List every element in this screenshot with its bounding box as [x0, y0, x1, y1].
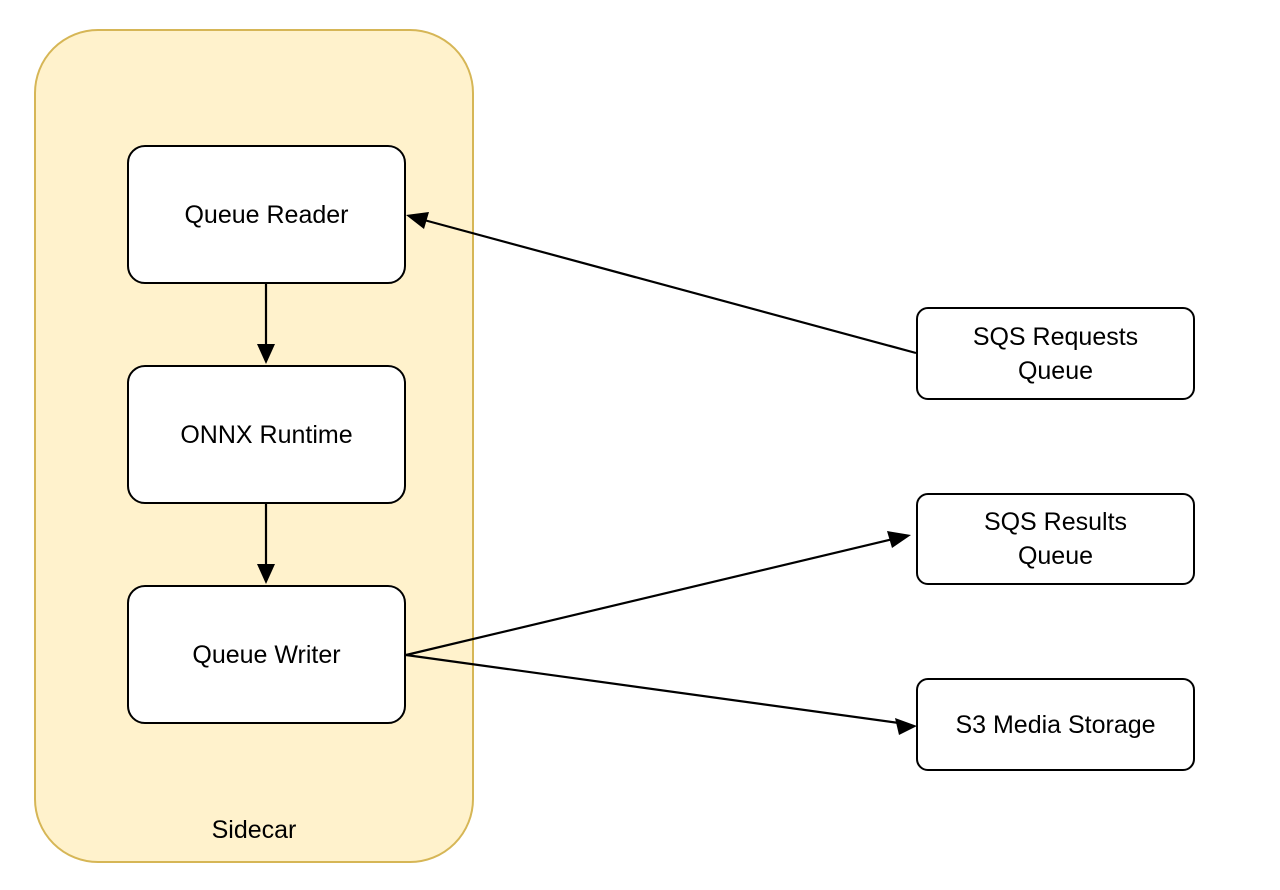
queue-reader-node[interactable]: Queue Reader: [127, 145, 406, 284]
s3-media-storage-node[interactable]: S3 Media Storage: [916, 678, 1195, 771]
edge-writer-to-s3: [405, 653, 900, 725]
sqs-results-queue-node[interactable]: SQS Results Queue: [916, 493, 1195, 585]
arrowhead-results: [887, 531, 911, 548]
sqs-requests-queue-node[interactable]: SQS Requests Queue: [916, 307, 1195, 400]
queue-writer-node[interactable]: Queue Writer: [127, 585, 406, 724]
onnx-runtime-node[interactable]: ONNX Runtime: [127, 365, 406, 504]
sidecar-label: Sidecar: [211, 816, 297, 844]
edge-requests-to-reader: [423, 218, 917, 355]
arrowhead-s3: [895, 718, 917, 735]
edge-writer-to-results: [405, 537, 894, 657]
